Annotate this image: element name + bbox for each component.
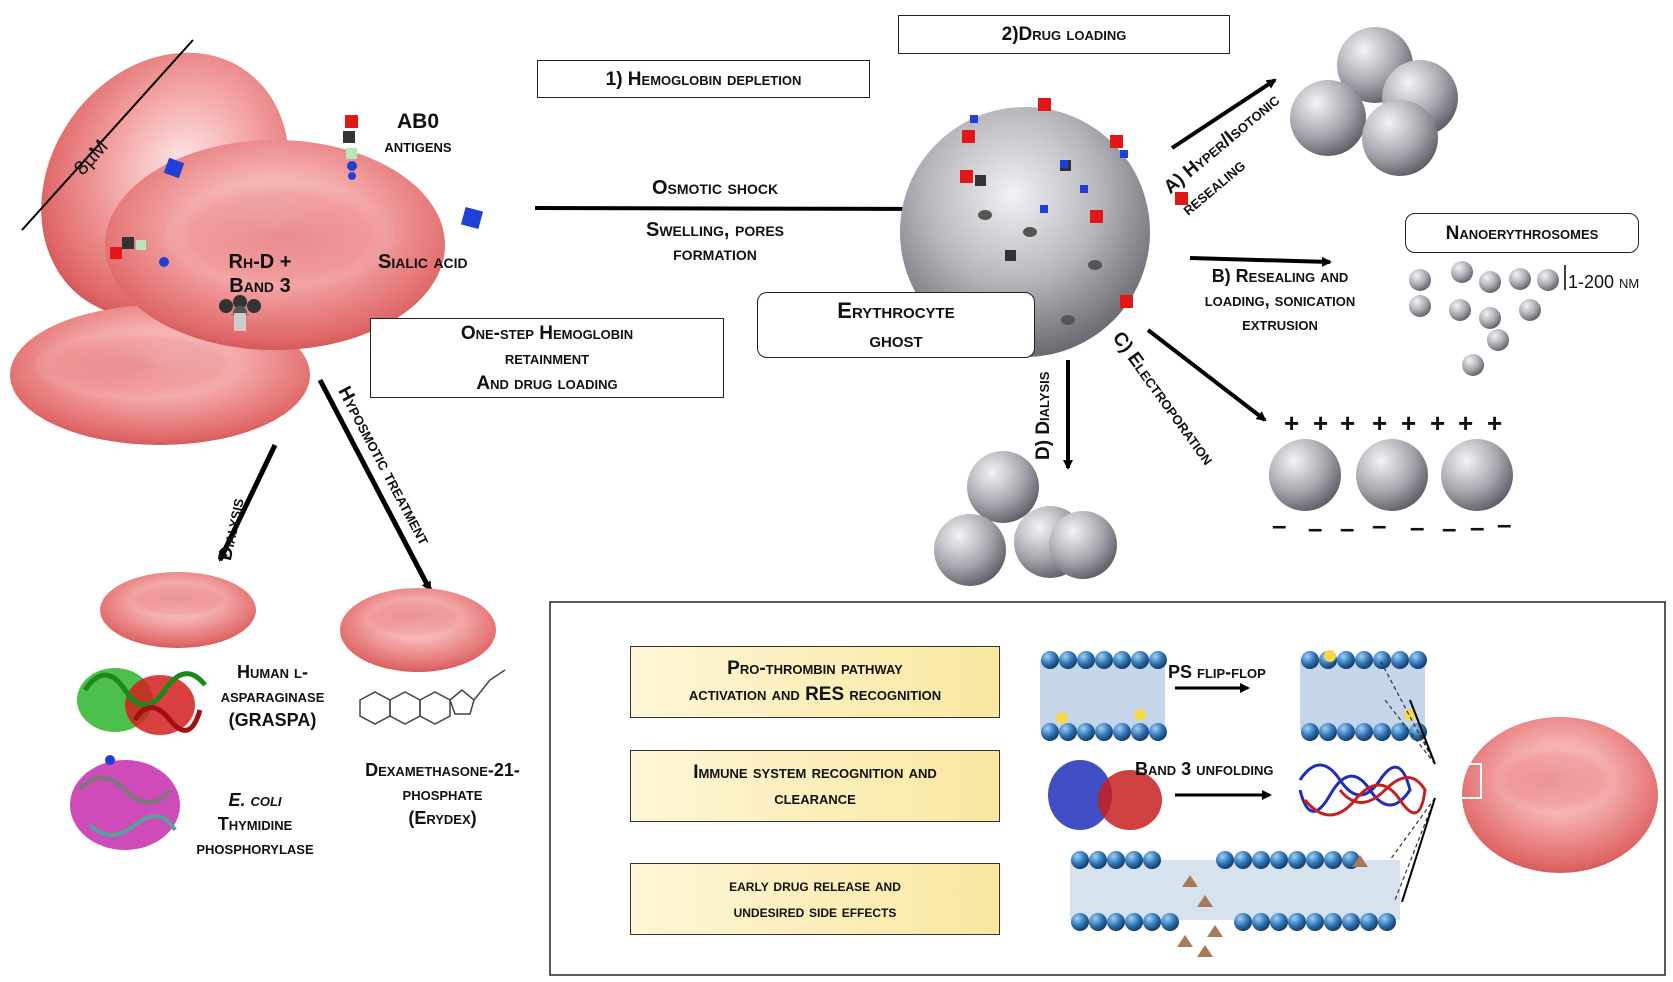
minus-sign: – xyxy=(1308,513,1323,543)
osmotic-shock-label: Osmotic shock xyxy=(651,177,779,199)
rhd-band3-label: Rh-D + Band 3 xyxy=(228,251,292,297)
minus-sign: – xyxy=(1442,513,1457,543)
plus-sign: + xyxy=(1401,408,1417,438)
resealed-ghosts xyxy=(1290,27,1458,176)
minus-sign: – xyxy=(1410,512,1425,542)
size-nm-label: 1-200 nm xyxy=(1568,272,1640,292)
minus-sign: – xyxy=(1497,509,1512,539)
plus-sign: + xyxy=(1487,408,1503,438)
band3-unfolded xyxy=(1298,763,1427,817)
hemoglobin-depletion-box: 1) Hemoglobin depletion xyxy=(537,60,870,98)
minus-sign: – xyxy=(1470,512,1485,542)
bilayer-before xyxy=(1040,651,1167,741)
bilayer-after xyxy=(1300,650,1427,741)
dialysis-ghosts xyxy=(934,451,1117,586)
minus-sign: – xyxy=(1372,510,1387,540)
swelling-label: Swelling, pores formation xyxy=(645,219,784,265)
dexamethasone-label: Dexamethasone-21- phosphate (Erydex) xyxy=(365,760,520,828)
drug-loading-box: 2)Drug loading xyxy=(898,15,1230,54)
dexamethasone-structure xyxy=(359,669,506,725)
early-release-box: early drug release and undesired side ef… xyxy=(630,863,1000,935)
thymidine-phosphorylase-protein xyxy=(70,755,180,850)
plus-sign: + xyxy=(1313,408,1329,438)
ab0-label: AB0 antigens xyxy=(378,110,458,158)
band3-unfolding-label: Band 3 unfolding xyxy=(1135,759,1274,779)
electroporation-ghosts xyxy=(1269,439,1513,511)
plus-sign: + xyxy=(1430,408,1446,438)
nanoerythrosomes-box: Nanoerythrosomes xyxy=(1405,213,1639,253)
pro-thrombin-box: Pro-thrombin pathway activation and RES … xyxy=(630,646,1000,718)
minus-sign: – xyxy=(1340,513,1355,543)
plus-sign: + xyxy=(1458,408,1474,438)
plus-sign: + xyxy=(1372,408,1388,438)
ps-flip-flop-label: PS flip-flop xyxy=(1168,662,1266,682)
ab0-text: AB0 xyxy=(396,110,439,133)
minus-sign: – xyxy=(1272,510,1287,540)
band3-folded xyxy=(1048,760,1162,830)
rbc-cluster xyxy=(10,39,484,445)
nanoerythrosome-dots xyxy=(1409,261,1566,376)
dialysis-d-label: D) Dialysis xyxy=(1033,371,1054,460)
one-step-box: One-step Hemoglobin retainment And drug … xyxy=(370,318,724,398)
plus-sign: + xyxy=(1284,408,1300,438)
antigens-text: antigens xyxy=(384,136,452,156)
ecoli-thymidine-label: E. coli Thymidine phosphorylase xyxy=(180,788,330,860)
sialic-acid-label: Sialic acid xyxy=(378,251,468,273)
plus-sign: + xyxy=(1340,408,1356,438)
thymidine-text: Thymidine phosphorylase xyxy=(196,814,314,858)
erythrocyte-ghost-box: Erythrocyte ghost xyxy=(757,292,1035,358)
immune-box: Immune system recognition and clearance xyxy=(630,750,1000,822)
resealing-loading-label: B) Resealing and loading, sonication ext… xyxy=(1204,266,1356,334)
human-asparaginase-label: Human l- asparaginase (GRASPA) xyxy=(220,662,325,730)
leaky-bilayer xyxy=(1070,851,1400,957)
ecoli-text: E. coli xyxy=(228,790,282,810)
asparaginase-protein xyxy=(77,668,207,735)
